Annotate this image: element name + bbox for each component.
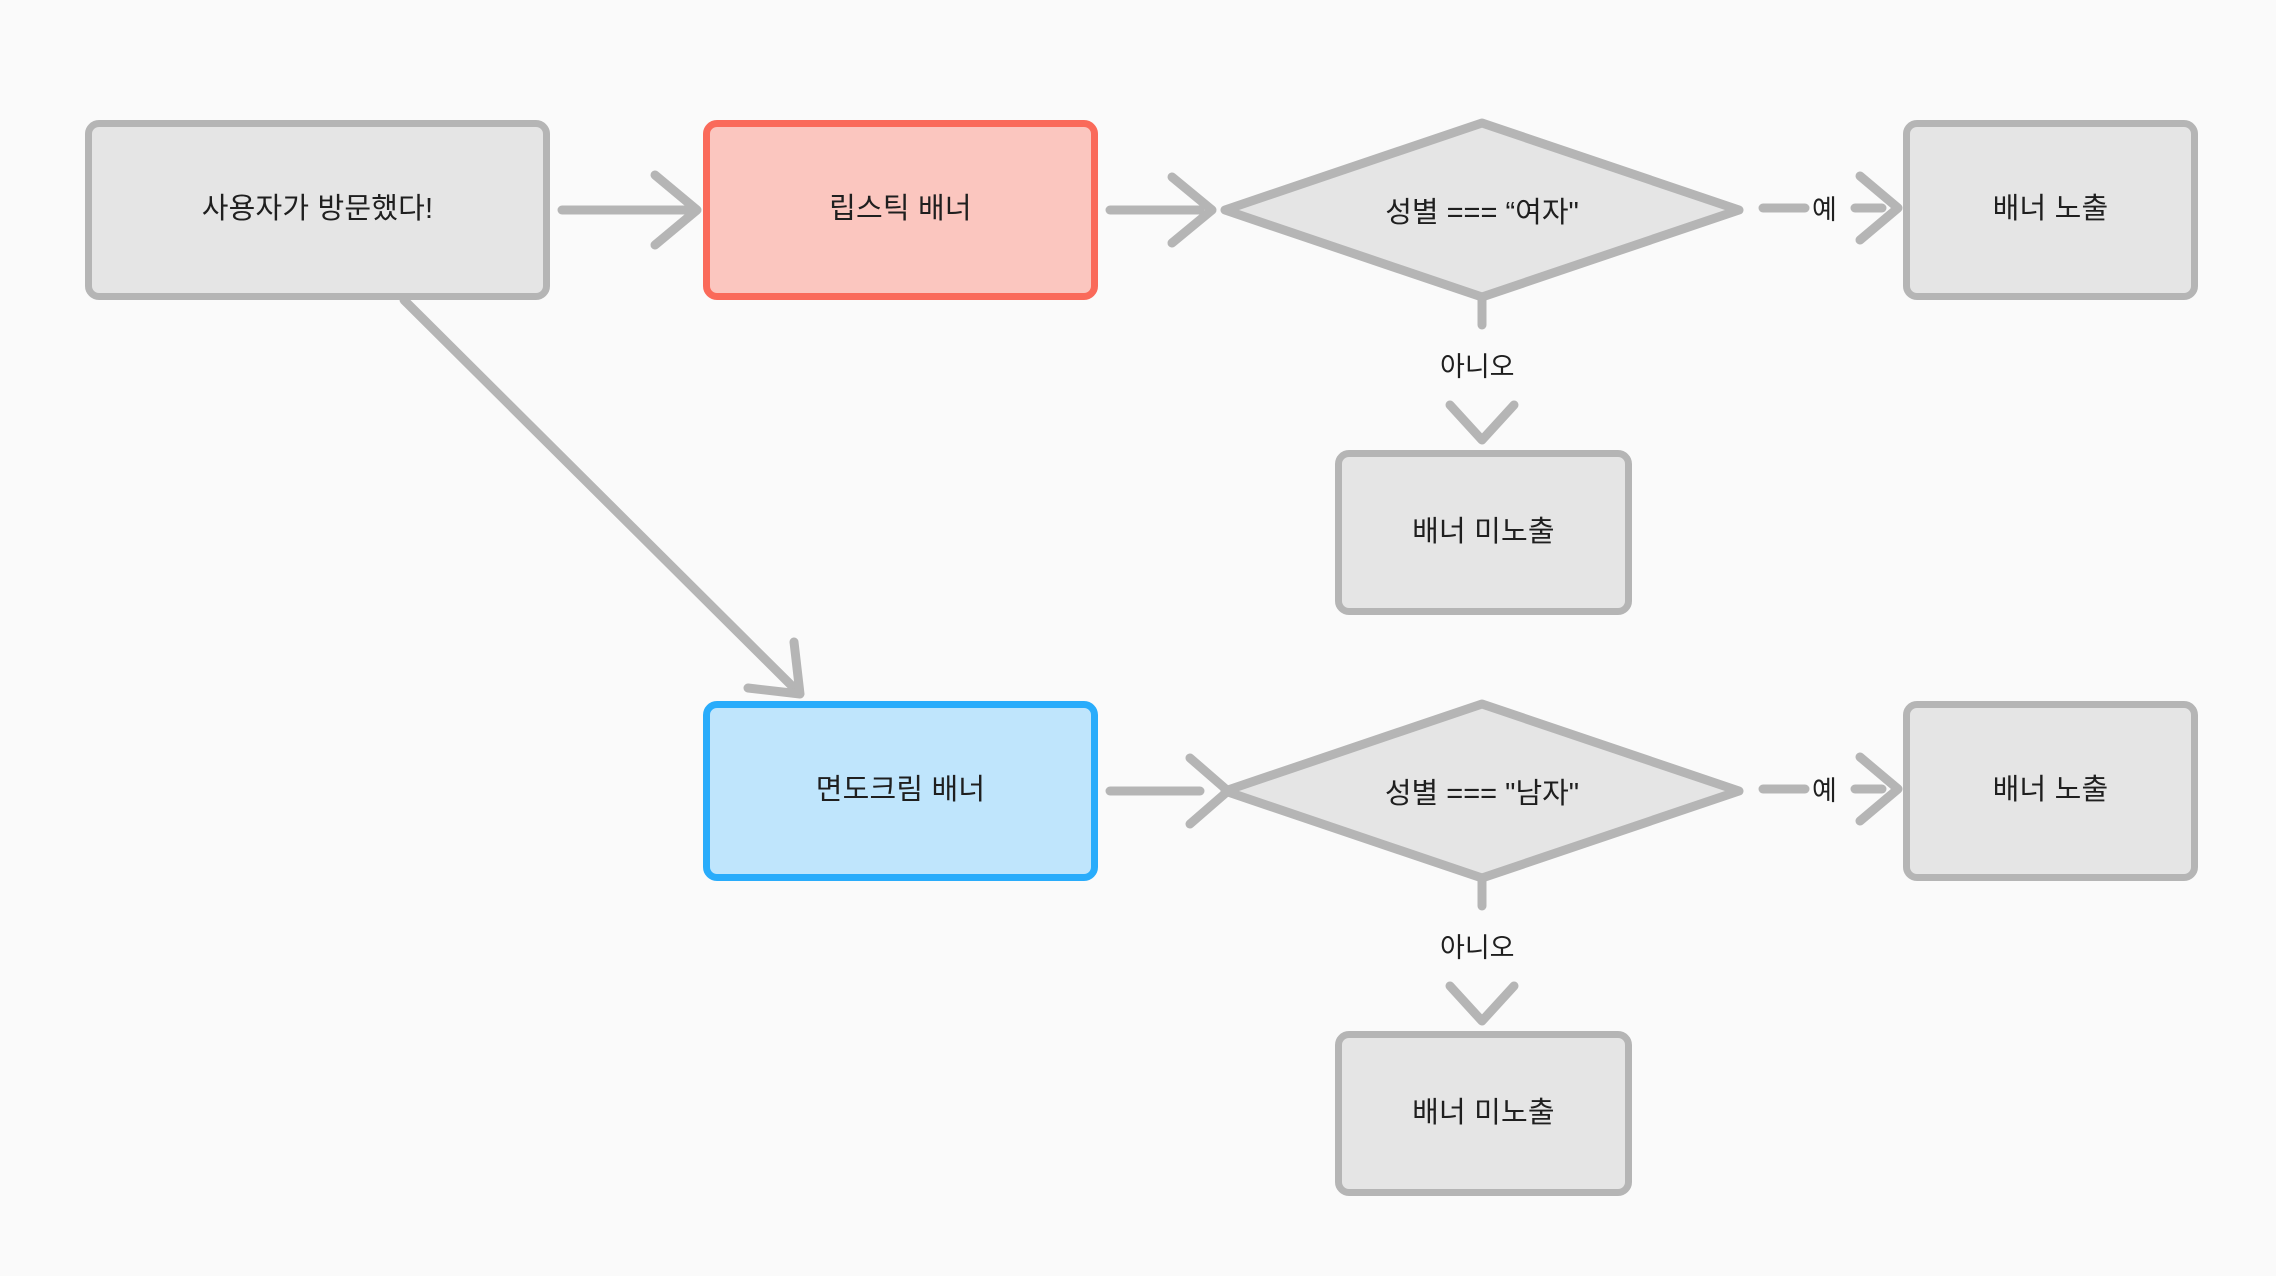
edge-label-yes-top: 예 [1812, 195, 1837, 225]
edge-start-to-shaving-cream [399, 295, 801, 695]
node-hide-banner-female-label: 배너 미노출 [1412, 515, 1555, 548]
edge-decision-male-yes-arrowhead [1855, 752, 1903, 826]
node-decision-male[interactable]: 성별 === "남자" [1217, 696, 1747, 886]
node-hide-banner-female[interactable]: 배너 미노출 [1335, 450, 1632, 615]
edge-label-yes-bottom: 예 [1812, 776, 1837, 806]
edge-lipstick-to-decision-female-arrowhead [1167, 172, 1217, 248]
node-start-label: 사용자가 방문했다! [201, 193, 434, 226]
node-show-banner-male-label: 배너 노출 [1992, 774, 2109, 807]
node-show-banner-male[interactable]: 배너 노출 [1903, 701, 2198, 881]
node-start[interactable]: 사용자가 방문했다! [85, 120, 550, 300]
edge-label-no-top: 아니오 [1440, 352, 1515, 382]
node-decision-female[interactable]: 성별 === “여자" [1217, 115, 1747, 305]
node-decision-female-label: 성별 === “여자" [1385, 197, 1579, 229]
node-show-banner-female-label: 배너 노출 [1992, 193, 2109, 226]
node-lipstick-banner[interactable]: 립스틱 배너 [703, 120, 1098, 300]
node-hide-banner-male[interactable]: 배너 미노출 [1335, 1031, 1632, 1196]
node-hide-banner-male-label: 배너 미노출 [1412, 1096, 1555, 1129]
edge-start-to-lipstick-arrowhead [650, 170, 702, 250]
node-lipstick-banner-label: 립스틱 배너 [829, 193, 972, 226]
edge-start-to-shaving-cream-arrowhead [743, 637, 805, 699]
edge-decision-female-no-arrowhead [1445, 400, 1519, 445]
node-shaving-cream-banner-label: 면도크림 배너 [815, 774, 986, 807]
node-decision-male-label: 성별 === "남자" [1384, 778, 1580, 810]
node-shaving-cream-banner[interactable]: 면도크림 배너 [703, 701, 1098, 881]
edge-decision-female-yes-arrowhead [1855, 171, 1903, 245]
edge-decision-male-no-arrowhead [1445, 981, 1519, 1026]
edge-label-no-bottom: 아니오 [1440, 933, 1515, 963]
node-show-banner-female[interactable]: 배너 노출 [1903, 120, 2198, 300]
